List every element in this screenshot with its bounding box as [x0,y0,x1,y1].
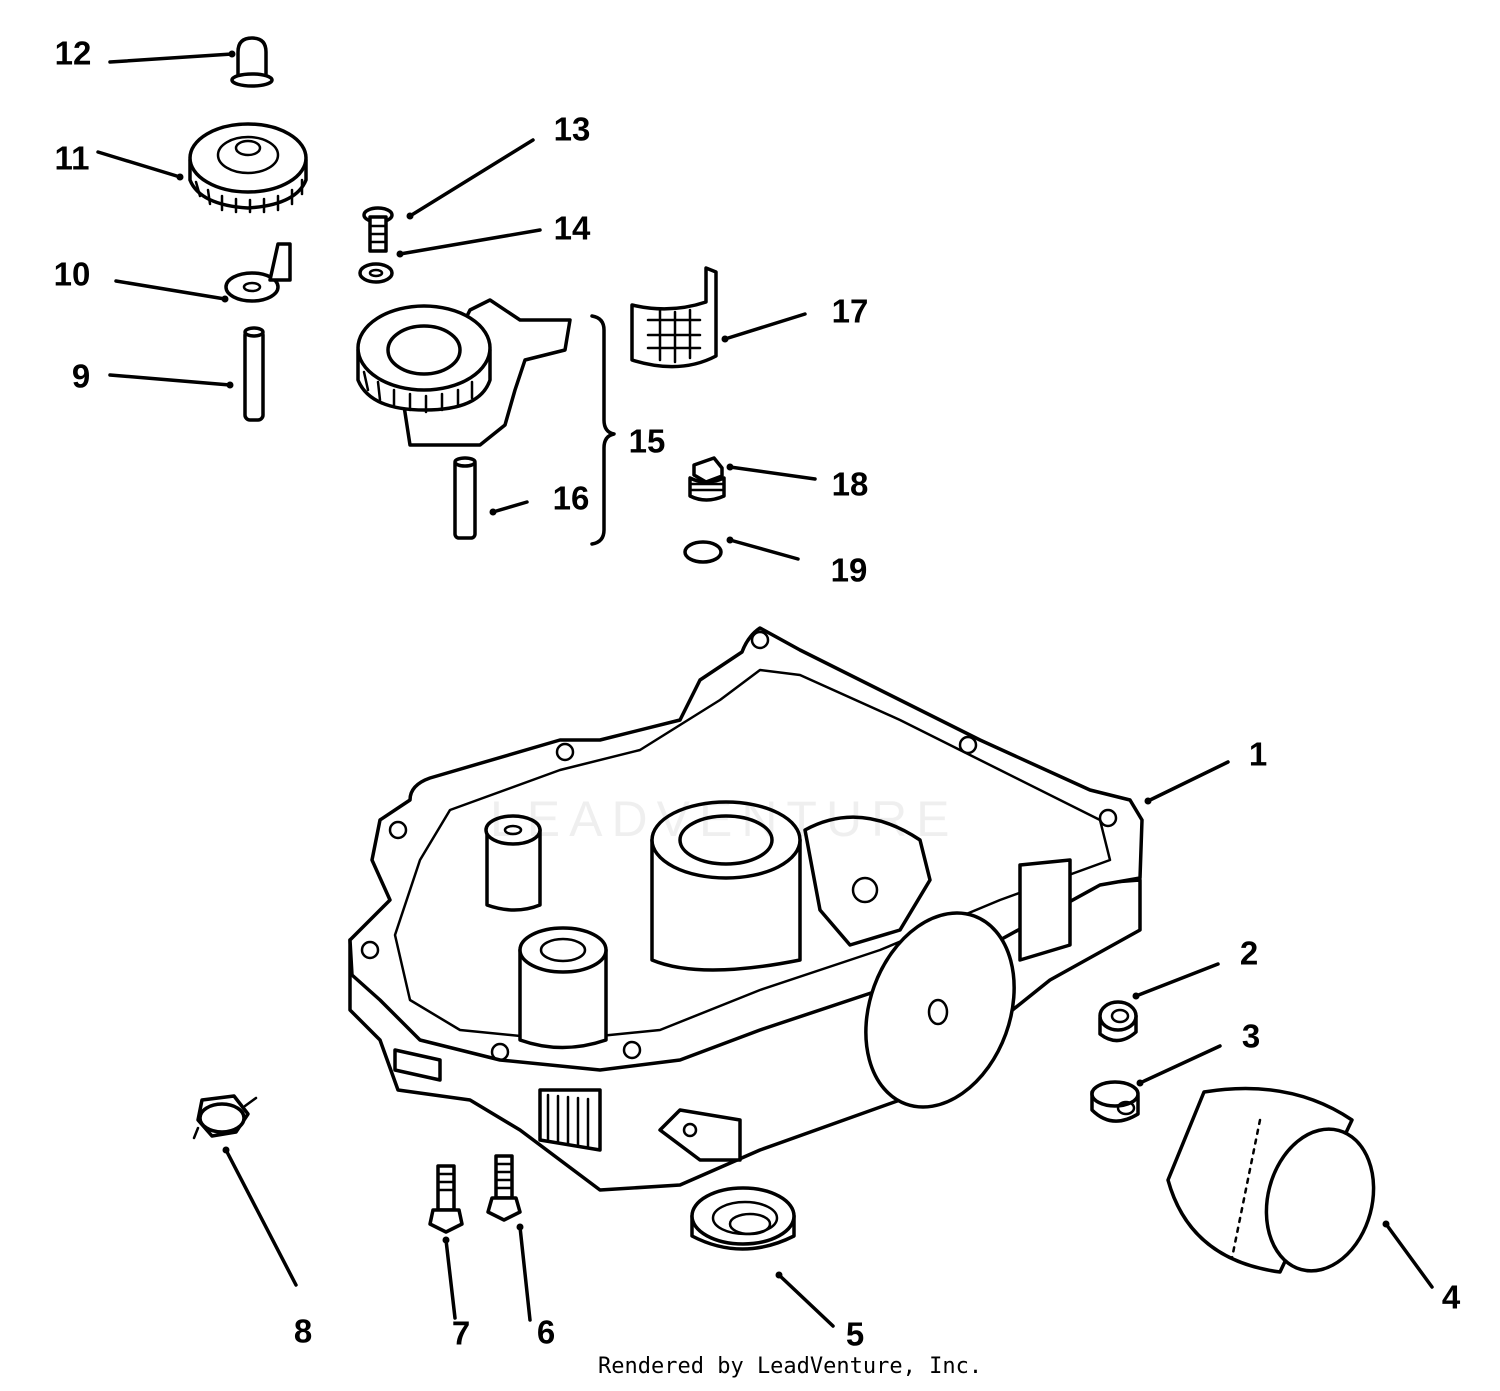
callout-19: 19 [830,551,868,589]
callout-5: 5 [845,1315,865,1353]
callout-6: 6 [536,1313,556,1351]
callout-12: 12 [54,34,92,72]
part-8-switch [192,1094,258,1140]
callout-1: 1 [1248,735,1268,773]
leader-lines [96,50,1434,1328]
part-11-gear [188,122,308,214]
callout-10: 10 [53,255,91,293]
part-6-bolt [486,1154,522,1222]
callout-15: 15 [628,422,666,460]
part-15-oil-pump-assembly [356,298,572,540]
part-10-tab-washer [224,242,292,303]
credit-text: Rendered by LeadVenture, Inc. [598,1354,983,1379]
callout-3: 3 [1241,1017,1261,1055]
callout-18: 18 [831,465,869,503]
part-1-crankcase [348,626,1144,1192]
callout-14: 14 [553,209,591,247]
callout-16: 16 [552,479,590,517]
callout-17: 17 [831,292,869,330]
watermark: LEADVENTURE [490,791,959,847]
part-18-plug [688,456,726,502]
callout-13: 13 [553,110,591,148]
part-17-screen [630,266,718,369]
part-14-screw [358,206,394,284]
callout-8: 8 [293,1312,313,1350]
callout-9: 9 [71,357,91,395]
callout-4: 4 [1441,1278,1461,1316]
part-12-plug [230,36,274,88]
callout-7: 7 [451,1314,471,1352]
part-5-oil-seal [690,1186,796,1251]
part-2-bushing [1098,1000,1138,1043]
bracket-15 [590,314,616,546]
part-3-fitting [1090,1080,1140,1123]
part-9-pin [243,326,265,422]
part-19-o-ring [683,540,723,564]
part-7-bolt [428,1164,464,1234]
callout-11: 11 [54,139,90,177]
part-4-oil-filter [1166,1086,1376,1274]
callout-2: 2 [1239,934,1259,972]
